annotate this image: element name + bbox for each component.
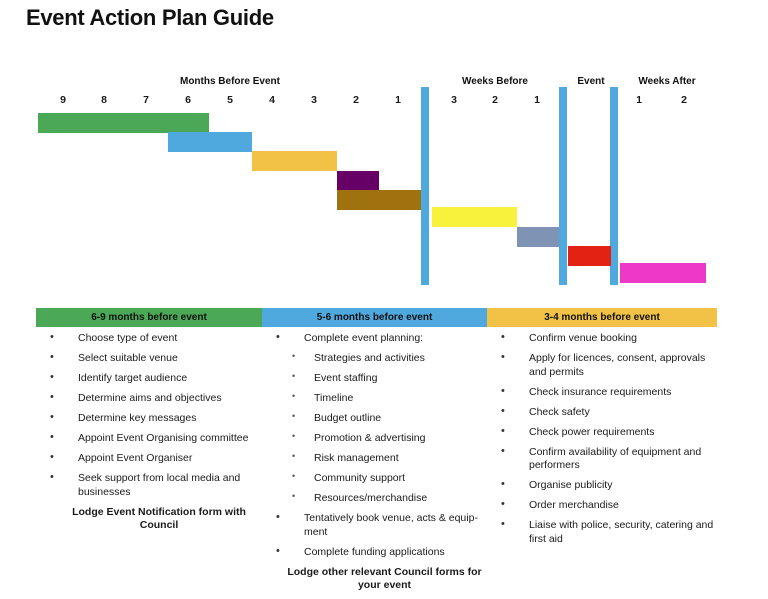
bar-slate <box>517 227 559 247</box>
timeline-tick-label: 1 <box>534 94 540 106</box>
list-item: Order merchandise <box>487 498 717 513</box>
list-item: Organise publicity <box>487 478 717 493</box>
bar-yellow <box>432 207 517 227</box>
list-item: Identify target audience <box>36 371 262 386</box>
timeline-tick-label: 1 <box>636 94 642 106</box>
timeline-group-label: Weeks After <box>638 76 696 87</box>
bar-green <box>38 113 209 133</box>
list-item: Apply for licences, consent, approvals a… <box>487 351 717 379</box>
column-body: Confirm venue bookingApply for licences,… <box>487 331 717 553</box>
timeline-tick-label: 1 <box>395 94 401 106</box>
timeline-tick-label: 3 <box>311 94 317 106</box>
list-item: Seek support from local media and busine… <box>36 471 262 499</box>
timeline-divider-line <box>421 87 429 285</box>
page-title: Event Action Plan Guide <box>26 5 274 30</box>
list-item: Complete event planning: <box>262 331 487 346</box>
list-item: Confirm venue booking <box>487 331 717 346</box>
list-item: Check safety <box>487 405 717 420</box>
list-item: Event staffing <box>262 370 487 386</box>
task-list: Complete event planning: Strategies and a… <box>262 331 487 593</box>
timeline-tick-label: 7 <box>143 94 149 106</box>
column-body: Choose type of eventSelect suitable venu… <box>36 331 262 539</box>
list-item: Risk management <box>262 450 487 466</box>
bar-purple <box>337 171 379 191</box>
timeline-tick-label: 2 <box>681 94 687 106</box>
bar-gold <box>252 151 337 171</box>
list-item: Budget outline <box>262 410 487 426</box>
list-item: Determine key messages <box>36 411 262 426</box>
task-list: Confirm venue bookingApply for licences,… <box>487 331 717 546</box>
list-item: Choose type of event <box>36 331 262 346</box>
timeline-tick-label: 2 <box>353 94 359 106</box>
list-item: Strategies and activities <box>262 350 487 366</box>
task-list: Choose type of eventSelect suitable venu… <box>36 331 262 533</box>
list-item: Tentatively book venue, acts & equip-men… <box>262 511 487 539</box>
bar-red <box>568 246 611 266</box>
list-item: Community support <box>262 470 487 486</box>
bar-magenta <box>620 263 706 283</box>
list-item: Promotion & advertising <box>262 430 487 446</box>
list-item: Complete funding applications <box>262 545 487 560</box>
timeline-divider-line <box>559 87 567 285</box>
list-item: Timeline <box>262 390 487 406</box>
timeline-tick-label: 8 <box>101 94 107 106</box>
timeline-tick-label: 5 <box>227 94 233 106</box>
list-item: Appoint Event Organising committee <box>36 431 262 446</box>
timeline-tick-label: 4 <box>269 94 275 106</box>
list-item: Determine aims and objectives <box>36 391 262 406</box>
timeline-tick-label: 9 <box>60 94 66 106</box>
list-item: Select suitable venue <box>36 351 262 366</box>
timeline-tick-label: 2 <box>492 94 498 106</box>
column-header: 5-6 months before event <box>262 308 487 327</box>
timeline-divider-line <box>610 87 618 285</box>
list-item: Resources/merchandise <box>262 490 487 506</box>
list-item: Confirm availability of equipment and pe… <box>487 445 717 473</box>
list-item: Liaise with police, security, catering a… <box>487 518 717 546</box>
list-item: Check insurance requirements <box>487 385 717 400</box>
timeline-tick-label: 6 <box>185 94 191 106</box>
timeline-group-label: Months Before Event <box>179 76 280 87</box>
timeline-group-label: Weeks Before <box>462 76 528 87</box>
bar-brown <box>337 190 421 210</box>
column-header: 3-4 months before event <box>487 308 717 327</box>
list-item: Check power requirements <box>487 425 717 440</box>
column-header: 6-9 months before event <box>36 308 262 327</box>
timeline-tick-label: 3 <box>451 94 457 106</box>
column-note: Lodge other relevant Council forms for y… <box>287 565 482 592</box>
list-item: Appoint Event Organiser <box>36 451 262 466</box>
column-body: Complete event planning: Strategies and a… <box>262 331 487 599</box>
timeline-group-label: Event <box>577 76 605 87</box>
gantt-chart: Months Before Event Weeks Before Event Week… <box>0 62 768 297</box>
column-note: Lodge Event Notification form with Counc… <box>72 505 246 532</box>
bar-blue <box>168 132 252 152</box>
